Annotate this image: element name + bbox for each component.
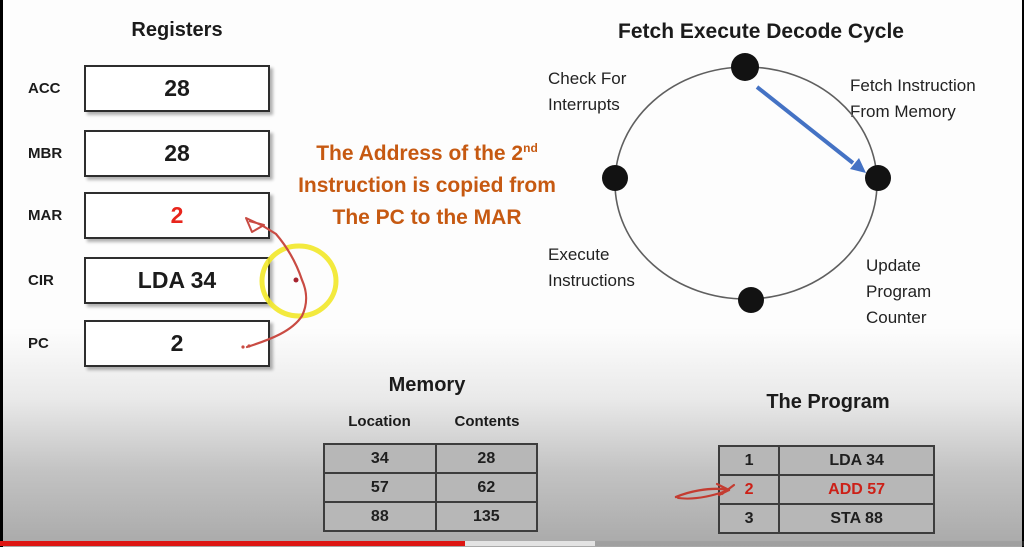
yellow-circle-annotation	[259, 243, 339, 319]
memory-cell-contents: 135	[434, 501, 539, 532]
register-label-mbr: MBR	[28, 145, 63, 162]
program-cell-instruction: LDA 34	[778, 445, 935, 476]
register-value-mbr: 28	[164, 140, 190, 166]
cycle-label-update-program-counter: Update Program Counter	[866, 253, 931, 331]
memory-header-location: Location	[348, 413, 411, 430]
cycle-node-right	[865, 165, 891, 191]
register-label-acc: ACC	[28, 80, 61, 97]
register-box-cir: LDA 34	[84, 257, 270, 304]
annotation-note: The Address of the 2nd Instruction is co…	[272, 132, 582, 234]
cycle-label-fetch-instruction: Fetch Instruction From Memory	[850, 73, 976, 125]
memory-cell-location: 57	[323, 472, 437, 503]
progress-track	[595, 541, 1024, 546]
cycle-label-line: Execute	[548, 245, 610, 264]
register-value-cir: LDA 34	[137, 267, 217, 293]
cycle-label-line: Program	[866, 282, 932, 301]
memory-cell-location: 34	[323, 443, 437, 474]
memory-row: 88 135	[323, 501, 539, 532]
cycle-label-line: Instructions	[548, 271, 635, 290]
memory-table: 34 28 57 62 88 135	[323, 443, 539, 532]
cycle-label-line: From Memory	[850, 102, 956, 121]
right-letterbox-edge	[1022, 0, 1024, 547]
blue-arrow-line	[755, 85, 855, 165]
register-box-mbr: 28	[84, 130, 270, 177]
memory-row: 34 28	[323, 443, 539, 474]
cycle-node-left	[602, 165, 628, 191]
memory-headers: Location Contents	[323, 413, 538, 430]
memory-cell-location: 88	[323, 501, 437, 532]
cycle-label-line: Interrupts	[548, 95, 620, 114]
cycle-label-line: Fetch Instruction	[850, 76, 976, 95]
program-cell-instruction: STA 88	[778, 503, 935, 534]
memory-cell-contents: 62	[434, 472, 539, 503]
register-value-pc: 2	[170, 330, 184, 356]
program-cell-number: 3	[717, 503, 781, 534]
left-letterbox-edge	[0, 0, 3, 547]
register-box-acc: 28	[84, 65, 270, 112]
register-label-mar: MAR	[28, 207, 63, 224]
memory-cell-contents: 28	[434, 443, 539, 474]
program-title: The Program	[766, 391, 890, 413]
cycle-label-line: Counter	[866, 308, 927, 327]
register-box-mar: 2	[84, 192, 270, 239]
blue-arrow-head-icon	[850, 158, 866, 173]
note-line2: Instruction is copied from	[298, 174, 556, 197]
note-line1: The Address of the 2	[316, 142, 524, 165]
program-cell-instruction: ADD 57	[778, 474, 935, 505]
registers-title: Registers	[131, 19, 223, 41]
cycle-label-line: Update	[866, 256, 921, 275]
memory-header-contents: Contents	[454, 413, 520, 430]
video-progress-bar[interactable]	[0, 541, 1024, 546]
progress-buffered-segment	[465, 541, 595, 546]
register-value-acc: 28	[164, 75, 190, 101]
cycle-circle	[614, 66, 878, 300]
program-cell-number: 1	[717, 445, 781, 476]
cycle-label-line: Check For	[548, 69, 627, 88]
cycle-label-execute-instructions: Execute Instructions	[548, 242, 635, 294]
program-row: 1 LDA 34	[717, 445, 935, 476]
program-table: 1 LDA 34 2 ADD 57 3 STA 88	[717, 445, 935, 534]
register-label-pc: PC	[28, 335, 49, 352]
program-row-highlighted: 2 ADD 57	[717, 474, 935, 505]
progress-played-segment	[0, 541, 465, 546]
program-row: 3 STA 88	[717, 503, 935, 534]
memory-title: Memory	[388, 374, 466, 396]
memory-row: 57 62	[323, 472, 539, 503]
register-value-mar: 2	[170, 202, 184, 228]
program-cell-number: 2	[717, 474, 781, 505]
cycle-node-bottom	[738, 287, 764, 313]
cycle-label-check-interrupts: Check For Interrupts	[548, 66, 626, 118]
note-line1-superscript: nd	[523, 141, 538, 155]
register-label-cir: CIR	[28, 272, 54, 289]
note-line3: The PC to the MAR	[332, 206, 522, 229]
cycle-title: Fetch Execute Decode Cycle	[618, 20, 904, 43]
register-box-pc: 2	[84, 320, 270, 367]
red-dot-annotation	[293, 277, 299, 283]
cycle-node-top	[731, 53, 759, 81]
